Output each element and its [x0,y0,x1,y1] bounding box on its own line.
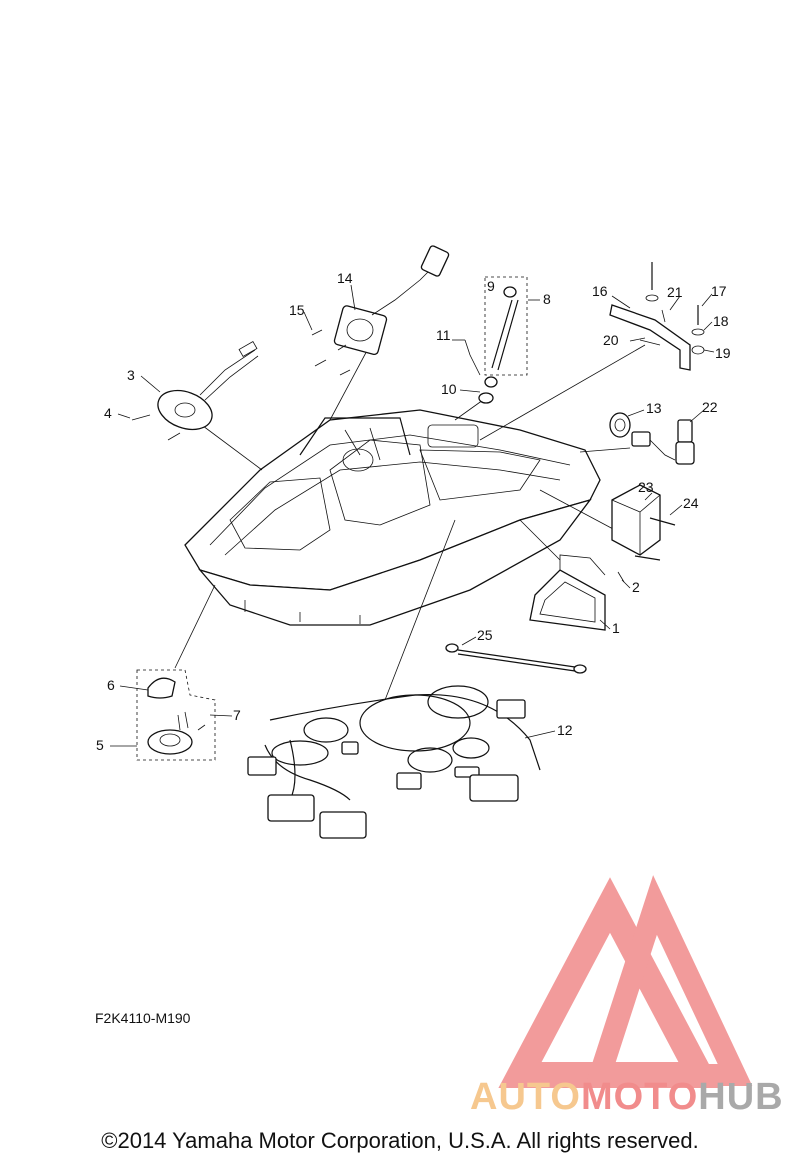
part-label-19: 19 [715,345,731,361]
part-label-22: 22 [702,399,718,415]
copyright-notice: ©2014 Yamaha Motor Corporation, U.S.A. A… [101,1128,699,1153]
part-5-cap-assembly [136,669,216,761]
part-13-grommet [609,412,676,461]
part-25-cable [445,643,587,674]
part-23-unit [611,484,676,561]
part-label-10: 10 [441,381,457,397]
part-label-1: 1 [612,620,620,636]
part-label-6: 6 [107,677,115,693]
part-12-harness [247,685,541,839]
figure-code: F2K4110-M190 [95,1010,191,1026]
part-label-7: 7 [233,707,241,723]
part-label-8: 8 [543,291,551,307]
part-label-5: 5 [96,737,104,753]
part-label-18: 18 [713,313,729,329]
part-label-15: 15 [289,302,305,318]
part-label-16: 16 [592,283,608,299]
part-label-11: 11 [436,327,451,343]
part-14-fitting [311,245,450,376]
automotohub-logo-text: AUTOMOTOHUB [470,1076,784,1119]
part-label-24: 24 [683,495,699,511]
part-label-2: 2 [632,579,640,595]
logo-auto: AUTO [470,1076,581,1118]
part-label-9: 9 [487,278,495,294]
part-label-13: 13 [646,400,662,416]
label-ticks [110,284,715,747]
boat-hull [184,409,601,626]
part-label-20: 20 [603,332,619,348]
part-label-12: 12 [557,722,573,738]
part-22-sensor [675,419,695,465]
part-label-25: 25 [477,627,493,643]
part-label-17: 17 [711,283,727,299]
automotohub-logo-icon [498,875,753,1088]
part-label-3: 3 [127,367,135,383]
part-label-4: 4 [104,405,112,421]
part-1-tray [529,554,625,631]
part-label-23: 23 [638,479,654,495]
part-label-14: 14 [337,270,353,286]
part-3-fitting [131,340,259,441]
part-16-bracket [609,262,705,371]
logo-moto: MOTO [580,1076,699,1118]
part-label-21: 21 [667,284,683,300]
logo-hub: HUB [698,1076,784,1118]
part-8-assembly [464,276,528,404]
